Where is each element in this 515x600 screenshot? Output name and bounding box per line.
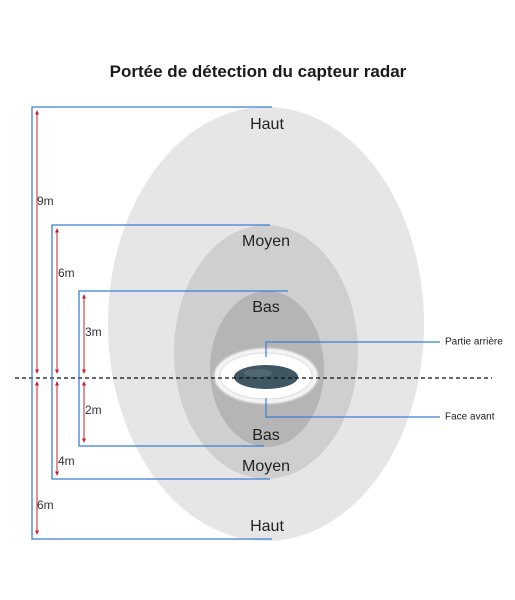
callout-back: Partie arrière <box>265 337 503 357</box>
high-range-bracket <box>31 106 272 540</box>
page-title: Portée de détection du capteur radar <box>110 62 407 81</box>
low-range-bracket <box>78 290 288 447</box>
range-label-high-front: 6m <box>37 498 54 512</box>
range-brackets <box>31 106 288 540</box>
zone-label-low-front: Bas <box>252 427 280 444</box>
zone-label-high-front: Haut <box>250 518 284 535</box>
zone-label-low-back: Bas <box>252 299 280 316</box>
zone-label-high-back: Haut <box>250 116 284 133</box>
sensor-lens-highlight <box>244 369 272 377</box>
callout-back-label: Partie arrière <box>445 337 503 348</box>
range-label-medium-front: 4m <box>58 454 75 468</box>
range-arrows <box>35 110 86 535</box>
callout-front: Face avant <box>265 398 495 423</box>
radar-sensor <box>213 347 319 405</box>
sensor-lens <box>234 365 298 389</box>
callout-back-leader <box>265 341 440 357</box>
zone-label-medium-front: Moyen <box>242 458 290 475</box>
range-label-low-back: 3m <box>85 325 102 339</box>
callout-front-leader <box>265 398 440 418</box>
medium-range-bracket <box>51 224 270 480</box>
range-label-high-back: 9m <box>37 194 54 208</box>
zone-label-medium-back: Moyen <box>242 233 290 250</box>
range-label-low-front: 2m <box>85 403 102 417</box>
range-label-medium-back: 6m <box>58 266 75 280</box>
callout-front-label: Face avant <box>445 412 495 423</box>
